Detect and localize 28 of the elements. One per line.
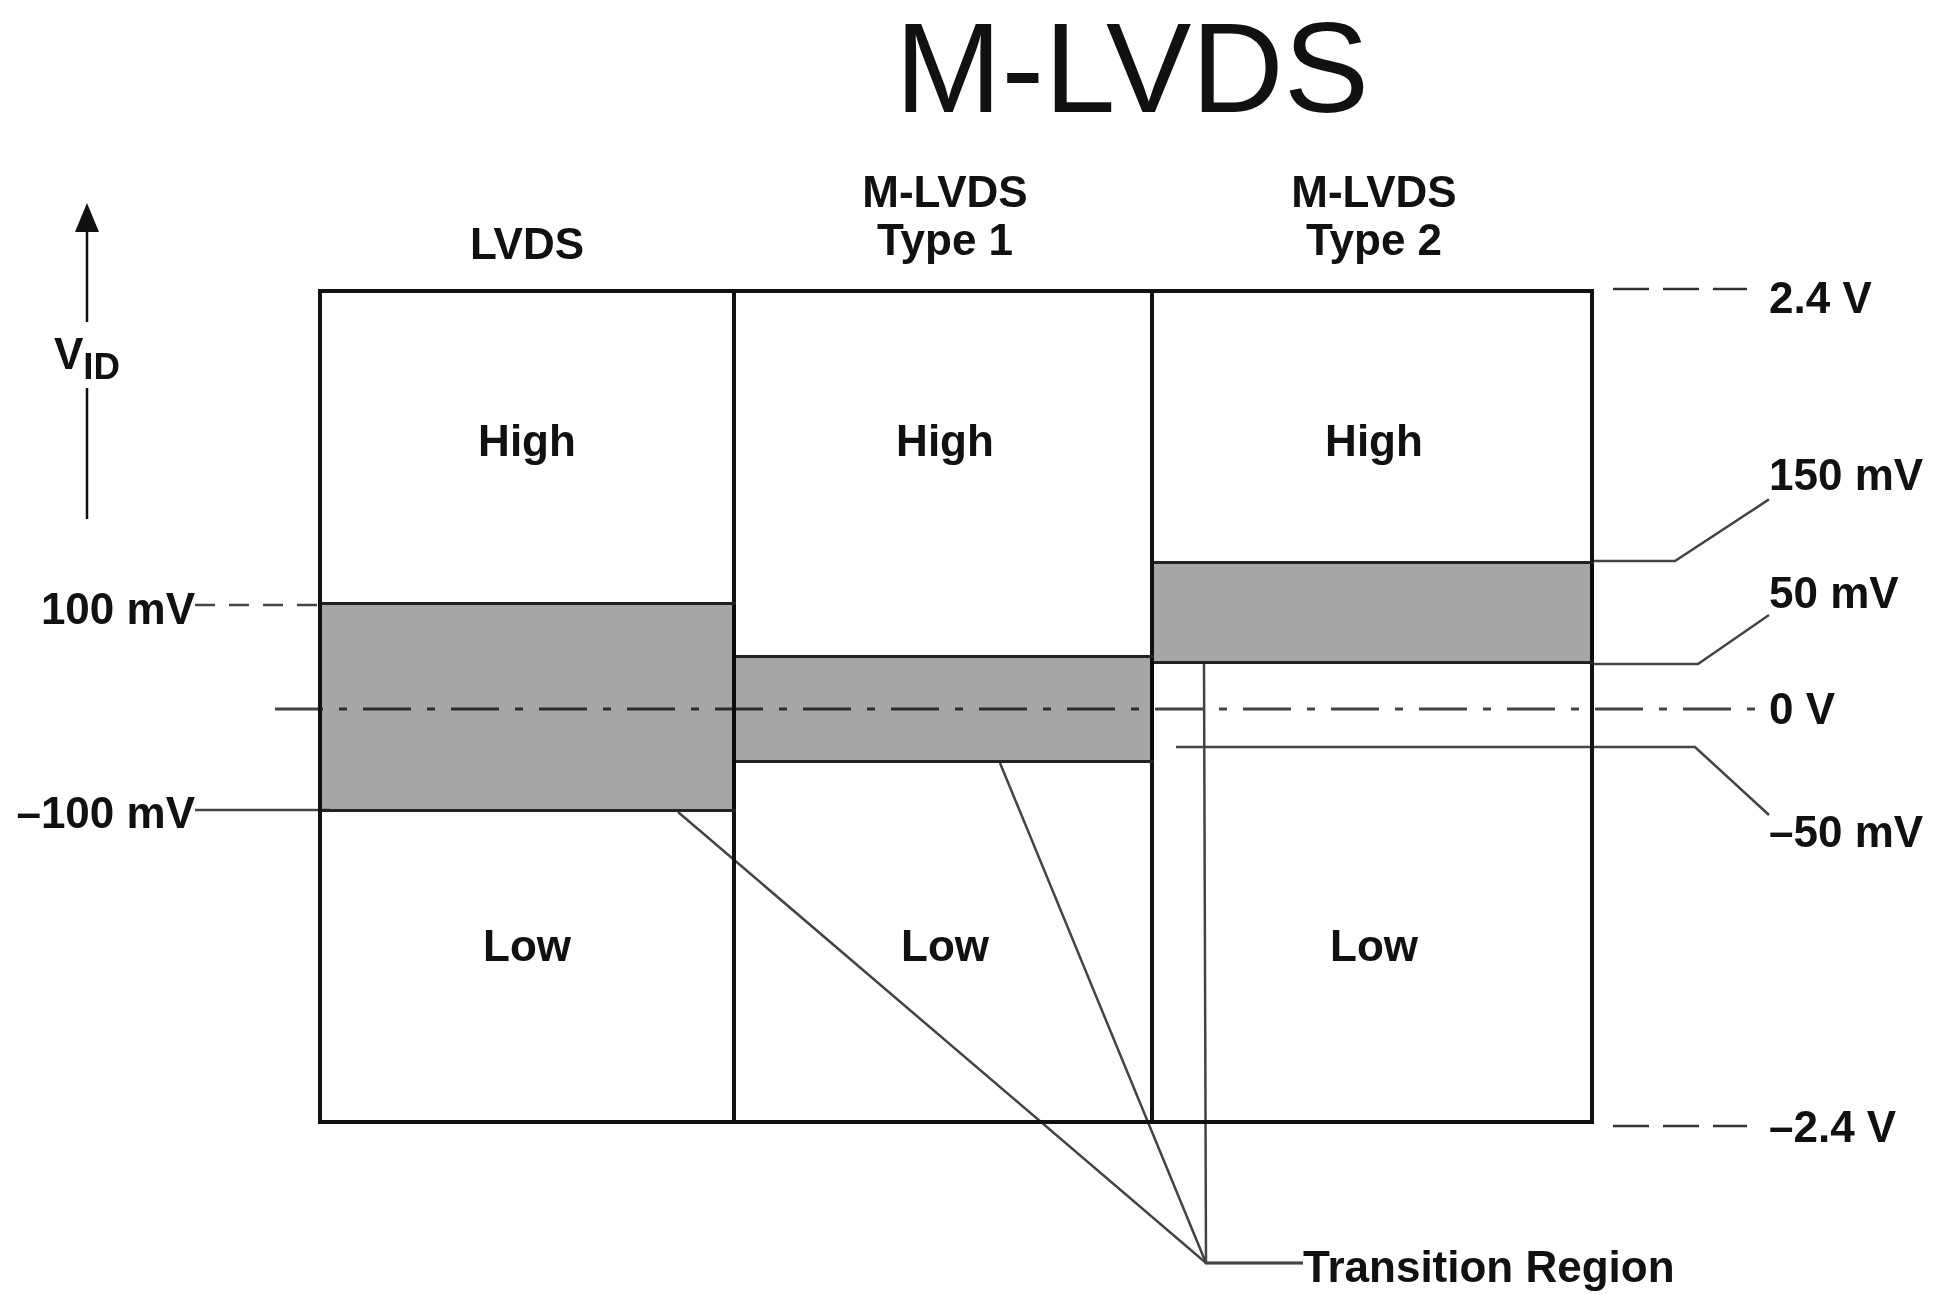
state-label: High	[1325, 416, 1423, 466]
voltage-label: –2.4 V	[1769, 1103, 1897, 1152]
state-label: Low	[1330, 921, 1418, 971]
state-label: Low	[483, 921, 571, 971]
leader-line	[1202, 664, 1303, 1265]
column-header: M-LVDS Type 1	[861, 168, 1029, 265]
leader-line	[1176, 745, 1770, 816]
voltage-label: 0 V	[1769, 685, 1836, 734]
callout-label: Transition Region	[1303, 1243, 1675, 1292]
column-header: M-LVDS Type 2	[1290, 168, 1458, 265]
leader-line	[1594, 613, 1770, 666]
voltage-label: 150 mV	[1769, 451, 1924, 500]
voltage-label: –50 mV	[1769, 808, 1924, 857]
state-label: High	[896, 416, 994, 466]
voltage-label: 2.4 V	[1769, 274, 1872, 323]
leader-line	[1594, 498, 1770, 563]
diagram-title: M-LVDS	[893, 4, 1371, 132]
transition-band	[736, 655, 1154, 763]
voltage-label: 50 mV	[1769, 569, 1899, 618]
voltage-label: 100 mV	[40, 585, 195, 634]
column-header: LVDS	[469, 220, 585, 269]
transition-band	[322, 602, 736, 812]
state-label: High	[478, 416, 576, 466]
axis-label: V$_{ID}$	[54, 330, 120, 388]
leader-line	[195, 808, 330, 812]
voltage-label: –100 mV	[16, 789, 195, 838]
transition-band	[1154, 561, 1594, 664]
state-label: Low	[901, 921, 989, 971]
